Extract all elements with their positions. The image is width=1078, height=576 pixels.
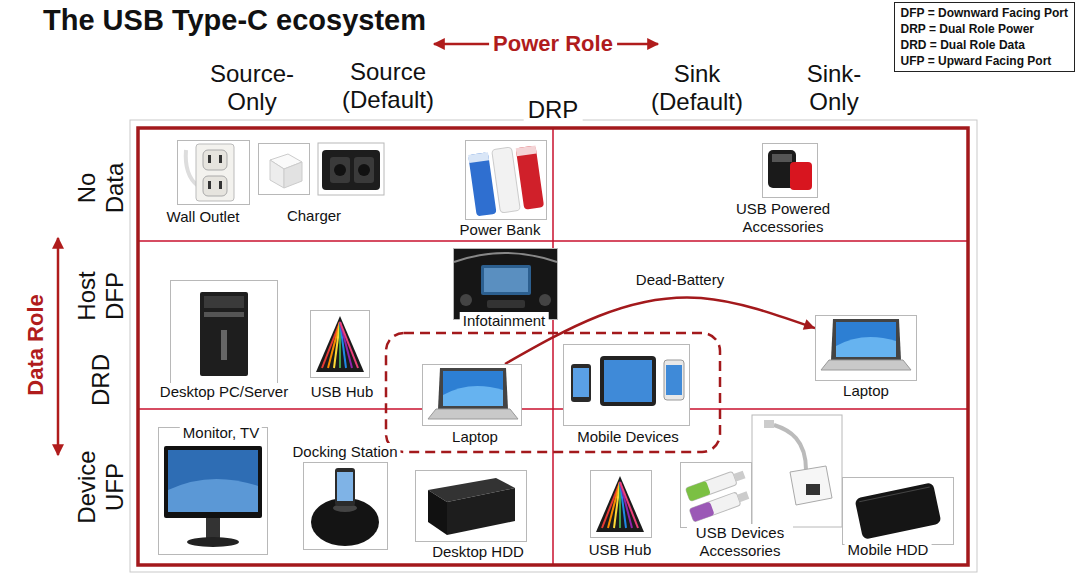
abbreviation-line: UFP = Upward Facing Port — [901, 53, 1068, 69]
dead-battery-arrow — [505, 297, 815, 364]
device-frame: Docking Station — [303, 462, 388, 550]
picture-grounds — [158, 140, 954, 555]
device-frame: Laptop — [422, 364, 522, 426]
dual-role-group-outline — [386, 333, 720, 452]
grid-outer-frame — [130, 120, 977, 572]
device-caption: USB Hub — [586, 541, 655, 559]
axis-title: Data Role — [22, 294, 50, 395]
axis-title: Power Role — [489, 30, 617, 58]
laptop-picture — [428, 368, 518, 419]
usb-sticks-picture — [685, 468, 750, 522]
device-caption: Monitor, TV — [180, 424, 262, 442]
row-header: No Data — [73, 153, 129, 223]
mobile-hdd-picture — [855, 482, 942, 540]
device-frame: Desktop PC/Server — [170, 280, 278, 384]
device-caption: Power Bank — [457, 221, 544, 239]
edge-label: Dead-Battery — [633, 271, 727, 289]
device-frame: USB Hub — [310, 310, 370, 378]
device-frame: Desktop HDD — [415, 470, 527, 542]
laptop-picture — [821, 319, 911, 370]
device-frame: Monitor, TV — [158, 427, 268, 555]
column-header: DRP — [524, 96, 583, 124]
row-header: DRD — [87, 354, 115, 406]
row-header: Host DFP — [73, 256, 129, 336]
device-caption: Infotainment — [460, 312, 549, 330]
device-frame: Laptop — [815, 315, 917, 381]
device-caption: USB Hub — [308, 383, 377, 401]
device-frame: Power Bank — [465, 140, 547, 220]
grid-line — [552, 128, 554, 565]
infotainment-picture — [454, 249, 557, 319]
abbreviation-line: DRP = Dual Role Power — [901, 21, 1068, 37]
device-frame: Mobile HDD — [842, 477, 954, 545]
device-frame: USB Hub — [590, 470, 652, 538]
device-caption: Laptop — [840, 382, 892, 400]
car-socket-picture — [318, 143, 384, 195]
column-header: Sink-Only — [794, 60, 874, 116]
device-caption: Docking Station — [289, 443, 400, 461]
device-caption: Laptop — [449, 428, 501, 446]
accessory-picture — [768, 150, 812, 190]
column-header: Sink (Default) — [642, 60, 752, 116]
monitor-picture — [164, 446, 262, 547]
device-frame: Mobile Devices — [563, 344, 690, 426]
device-frame: Wall Outlet — [177, 140, 250, 205]
desktop-hdd-picture — [428, 478, 515, 535]
device-frame: USB Powered Accessories — [762, 143, 818, 198]
device-caption: USB Powered Accessories — [724, 200, 842, 236]
device-frame: Charger — [258, 143, 310, 195]
column-header: Source (Default) — [331, 58, 446, 114]
abbreviation-legend: DFP = Downward Facing PortDRP = Dual Rol… — [894, 2, 1075, 72]
usb-hub-picture — [596, 476, 644, 532]
usb-hub-picture — [316, 316, 364, 372]
device-frame: USB Devices Accessories — [680, 462, 752, 528]
ethernet-adapter-picture — [752, 415, 842, 527]
device-caption: Mobile Devices — [574, 428, 682, 446]
abbreviation-line: DRD = Dual Role Data — [901, 37, 1068, 53]
device-frame: Infotainment — [453, 248, 558, 320]
desktop-pc-picture — [200, 292, 248, 376]
mobile-devices-picture — [571, 356, 684, 406]
device-caption: USB Devices Accessories — [687, 524, 793, 560]
data-role-arrow — [57, 238, 60, 455]
docking-station-picture — [311, 468, 379, 546]
wall-outlet-picture — [186, 144, 234, 201]
device-caption: Mobile HDD — [845, 541, 932, 559]
column-header: Source-Only — [197, 60, 307, 116]
diagram-title: The USB Type-C ecosystem — [43, 3, 426, 37]
grid-border — [138, 128, 968, 565]
row-header: Device UFP — [73, 442, 129, 532]
abbreviation-line: DFP = Downward Facing Port — [901, 5, 1068, 21]
charger-picture — [270, 154, 302, 188]
device-caption: Desktop PC/Server — [157, 383, 291, 401]
device-caption: Desktop HDD — [429, 543, 527, 561]
device-caption: Wall Outlet — [164, 208, 243, 226]
device-caption: Charger — [284, 207, 344, 225]
power-bank-picture — [468, 144, 544, 217]
